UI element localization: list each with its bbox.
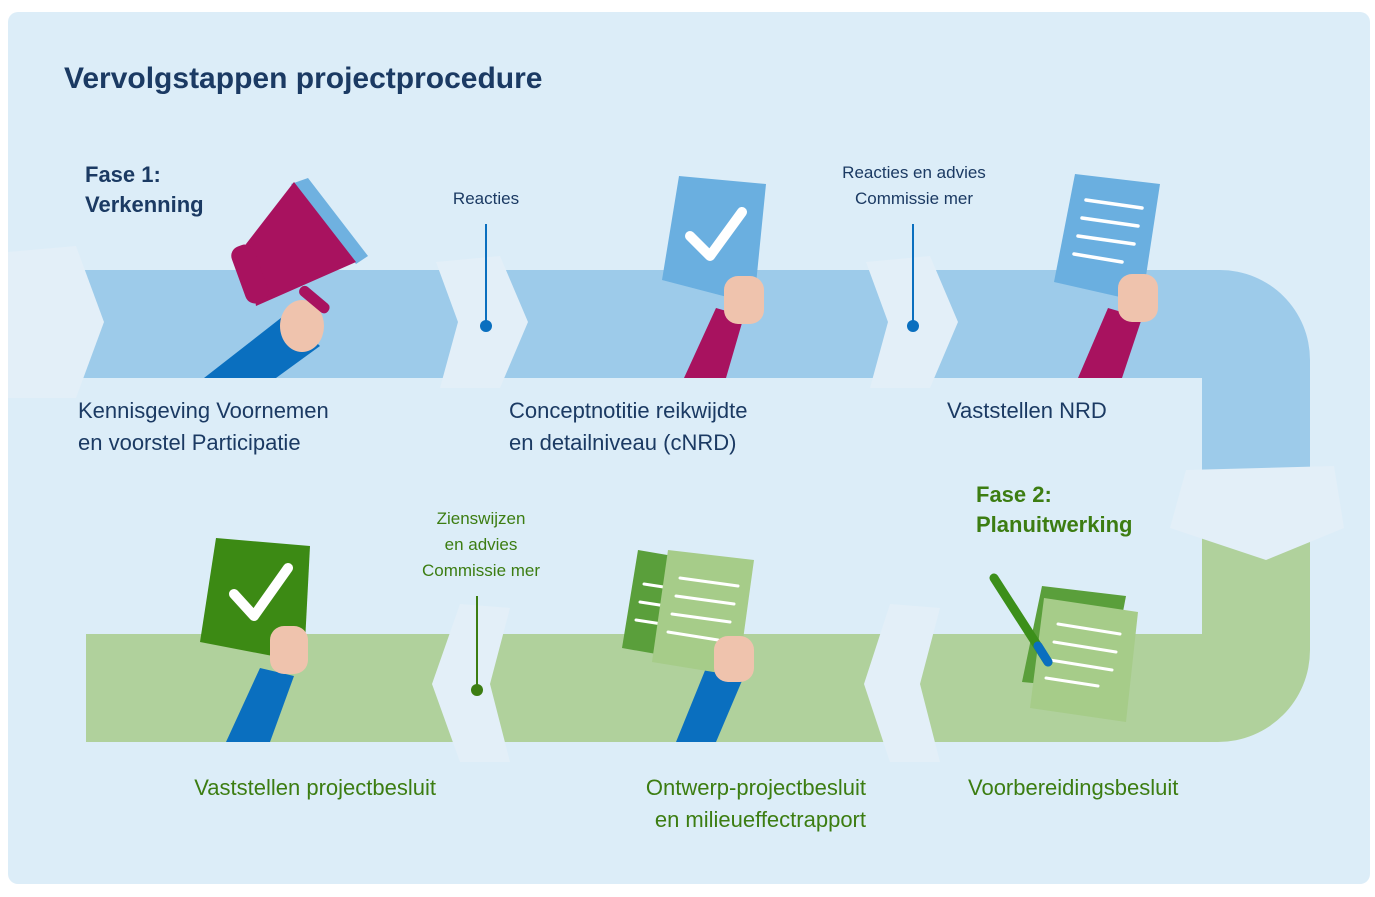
step-6-label: Vaststellen projectbesluit xyxy=(120,772,436,804)
feedback-note-3-line-3: Commissie mer xyxy=(421,561,541,580)
phase-2-label-line-2: Planuitwerking xyxy=(976,512,1133,537)
step-1-label: Kennisgeving Voornemen en voorstel Parti… xyxy=(78,395,398,459)
phase-2-label-line-1: Fase 2: xyxy=(976,482,1052,507)
feedback-marker-3 xyxy=(471,596,483,696)
feedback-note-2-line-2: Commissie mer xyxy=(854,189,974,208)
step-6-label-line-1: Vaststellen projectbesluit xyxy=(194,775,436,800)
step-2-label-line-1: Conceptnotitie reikwijdte xyxy=(509,398,748,423)
feedback-note-2-line-1: Reacties en advies xyxy=(842,163,986,182)
megaphone-icon xyxy=(204,178,368,378)
document-blue-icon xyxy=(1054,174,1160,378)
step-dividers xyxy=(8,246,1344,762)
step-1-label-line-2: en voorstel Participatie xyxy=(78,430,301,455)
blue-track xyxy=(78,270,1310,532)
step-5-label-line-1: Ontwerp-projectbesluit xyxy=(645,775,866,800)
divider-4 xyxy=(432,604,510,762)
feedback-note-3-line-1: Zienswijzen xyxy=(436,509,526,528)
documents-green-icon xyxy=(622,550,754,742)
step-4-label-line-1: Voorbereidingsbesluit xyxy=(968,775,1179,800)
feedback-marker-2 xyxy=(907,224,919,332)
step-2-label-line-2: en detailniveau (cNRD) xyxy=(509,430,737,455)
feedback-note-3-line-2: en advies xyxy=(444,535,518,554)
phase-1-label-line-2: Verkenning xyxy=(85,192,204,217)
diagram-panel xyxy=(8,12,1370,884)
document-with-pen-icon xyxy=(989,573,1138,722)
step-1-label-line-1: Kennisgeving Voornemen xyxy=(78,398,329,423)
feedback-note-1-line-1: Reacties xyxy=(452,189,520,208)
feedback-note-2: Reacties en advies Commissie mer xyxy=(814,160,1014,212)
divider-start xyxy=(8,246,104,398)
divider-bend xyxy=(1170,466,1344,560)
step-5-label-line-2: en milieueffectrapport xyxy=(654,807,866,832)
divider-3 xyxy=(864,604,940,762)
step-5-label: Ontwerp-projectbesluit en milieueffectra… xyxy=(580,772,866,836)
step-4-label: Voorbereidingsbesluit xyxy=(968,772,1218,804)
step-3-label: Vaststellen NRD xyxy=(947,395,1167,427)
feedback-note-1: Reacties xyxy=(426,186,546,212)
checked-document-green-icon xyxy=(200,538,310,742)
phase-1-label-line-1: Fase 1: xyxy=(85,162,161,187)
checked-document-blue-icon xyxy=(662,176,766,378)
feedback-note-3: Zienswijzen en advies Commissie mer xyxy=(386,506,576,584)
diagram-graphic xyxy=(8,12,1370,884)
step-2-label: Conceptnotitie reikwijdte en detailnivea… xyxy=(509,395,829,459)
step-3-label-line-1: Vaststellen NRD xyxy=(947,398,1107,423)
phase-2-label: Fase 2: Planuitwerking xyxy=(976,480,1132,540)
phase-1-label: Fase 1: Verkenning xyxy=(85,160,204,220)
feedback-marker-1 xyxy=(480,224,492,332)
diagram-title: Vervolgstappen projectprocedure xyxy=(64,62,543,95)
